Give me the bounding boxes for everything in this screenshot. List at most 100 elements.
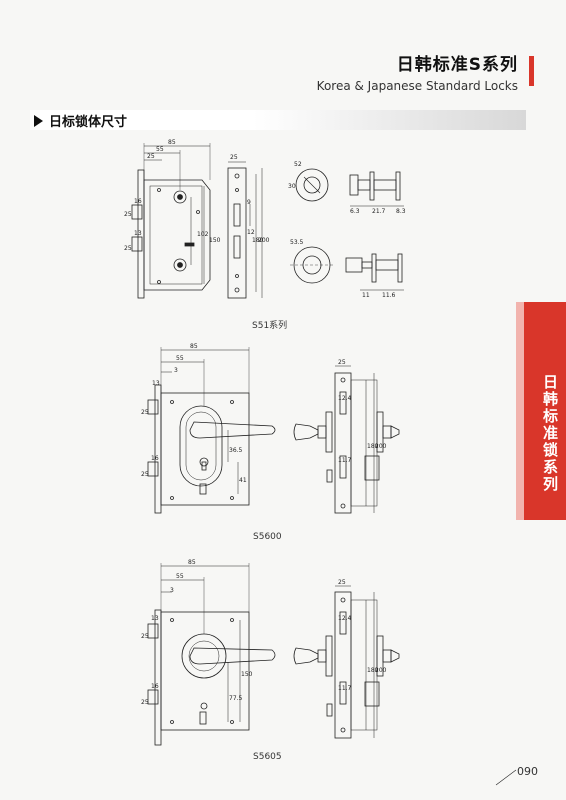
dim-label: 200 xyxy=(258,237,270,244)
dim-label: 25 xyxy=(147,153,155,160)
s5600-latch xyxy=(147,399,159,415)
s51-thumbturn xyxy=(345,257,363,273)
side-tab-label: 日韩标准锁系列 xyxy=(541,374,559,493)
dim-label: 16 xyxy=(151,683,159,690)
dim-label: 13 xyxy=(134,230,142,237)
s5605-rose-side xyxy=(325,635,333,677)
dim-label: 11.7 xyxy=(338,457,352,464)
s5605-screw xyxy=(170,720,174,724)
s5600-side-screw xyxy=(340,503,346,509)
s5600-side-latch-slot xyxy=(339,391,347,415)
s51-cylinder xyxy=(375,259,399,271)
page-header: 日韩标准S系列 Korea & Japanese Standard Locks xyxy=(317,50,518,93)
dim-label: 11.7 xyxy=(338,685,352,692)
s5605-side-body xyxy=(350,599,378,731)
s51-side-latch-slot xyxy=(233,203,241,227)
s51-screw xyxy=(196,210,200,214)
s51-thumbturn-neck xyxy=(361,261,373,269)
dim-label: 25 xyxy=(124,211,132,218)
dim-label: 77.5 xyxy=(229,695,243,702)
s51-slot xyxy=(184,242,195,247)
header-title-en: Korea & Japanese Standard Locks xyxy=(316,79,518,93)
s5600-keyhole xyxy=(199,457,209,467)
s51-side-screw xyxy=(234,173,240,179)
s51-side-bolt-slot xyxy=(233,235,241,259)
dim-label: 180 xyxy=(367,667,379,674)
s5605-slot xyxy=(199,711,207,725)
figure-caption-s51: S51系列 xyxy=(252,321,288,331)
dim-label: 13 xyxy=(151,615,159,622)
dim-label: 85 xyxy=(168,139,176,146)
section-heading: 日标锁体尺寸 xyxy=(34,111,127,130)
s5600-case xyxy=(160,392,250,506)
dim-label: 12.4 xyxy=(338,615,352,622)
s5605-side-latch-slot xyxy=(339,611,347,635)
s5605-rose xyxy=(181,633,227,679)
s5605-cylinder xyxy=(364,681,380,707)
s5605-latch xyxy=(147,623,159,639)
dim-label: 16 xyxy=(134,198,142,205)
dim-label: 25 xyxy=(230,154,238,161)
s51-spindle-core xyxy=(177,194,183,200)
dim-label: 25 xyxy=(124,245,132,252)
section-heading-bar xyxy=(30,110,526,130)
s5605-lever-neck xyxy=(382,649,392,663)
s51-door-plate xyxy=(395,171,401,201)
s51-side-screw xyxy=(234,287,240,293)
dim-label: 200 xyxy=(375,443,387,450)
s51-screw xyxy=(157,280,161,284)
s5600-screw xyxy=(230,400,234,404)
s51-case-inner xyxy=(149,185,203,285)
s5600-keyhole-slot xyxy=(201,461,207,471)
dim-label: 150 xyxy=(241,671,253,678)
figure-s51: 85 55 25 16 25 13 25 102 150 25 9 12 180… xyxy=(124,139,406,299)
s5600-lever-neck xyxy=(317,425,327,439)
dim-label: 25 xyxy=(338,359,346,366)
s51-spindle-hole xyxy=(173,190,187,204)
s5600-screw xyxy=(170,496,174,500)
dim-label: 180 xyxy=(367,443,379,450)
s5600-escutcheon xyxy=(179,405,223,487)
s5605-side-faceplate xyxy=(334,591,352,739)
dim-label: 9 xyxy=(247,199,251,206)
s5600-side-screw xyxy=(340,377,346,383)
figure-s5600: 85 55 3 13 25 16 25 36.5 41 25 12.4 180 … xyxy=(141,343,400,514)
dim-label: 52 xyxy=(294,161,302,168)
s51-door-plate xyxy=(397,253,403,283)
s5605-side-screw xyxy=(340,597,346,603)
s5605-deadbolt xyxy=(147,689,159,705)
s5605-thumbturn xyxy=(326,703,333,717)
dim-label: 6.3 xyxy=(350,208,360,215)
dim-label: 36.5 xyxy=(229,447,243,454)
s5600-side-bolt-slot xyxy=(339,455,347,479)
side-tab-edge xyxy=(516,302,524,520)
s5605-lever-end xyxy=(293,647,319,665)
s5605-rose-inner xyxy=(188,640,220,672)
s5605-lever-neck xyxy=(317,649,327,663)
s5600-escutcheon-inner xyxy=(185,411,217,481)
dim-label: 85 xyxy=(190,343,198,350)
dim-label: 41 xyxy=(239,477,247,484)
triangle-arrow-icon xyxy=(34,115,43,127)
s51-case xyxy=(143,179,211,291)
dim-label: 102 xyxy=(197,231,209,238)
dim-label: 25 xyxy=(338,579,346,586)
dim-label: 55 xyxy=(176,355,184,362)
s5605-case xyxy=(160,611,250,731)
s5600-lever-neck xyxy=(382,425,392,439)
dim-label: 25 xyxy=(141,633,149,640)
s51-cylinder-core xyxy=(177,262,183,268)
s51-spindle xyxy=(373,179,397,191)
s51-knob-profile xyxy=(349,174,359,196)
dim-label: 180 xyxy=(252,237,264,244)
header-title-cn: 日韩标准S系列 xyxy=(396,55,518,75)
s5605-lever-handle xyxy=(189,647,276,665)
dim-label: 12 xyxy=(247,229,255,236)
s5600-side-faceplate xyxy=(334,372,352,514)
s51-cylinder-hole xyxy=(173,258,187,272)
s5600-lever-handle xyxy=(189,421,276,439)
dim-label: 16 xyxy=(151,455,159,462)
dim-label: 13 xyxy=(152,380,160,387)
dim-label: 25 xyxy=(141,471,149,478)
dim-label: 3 xyxy=(170,587,174,594)
